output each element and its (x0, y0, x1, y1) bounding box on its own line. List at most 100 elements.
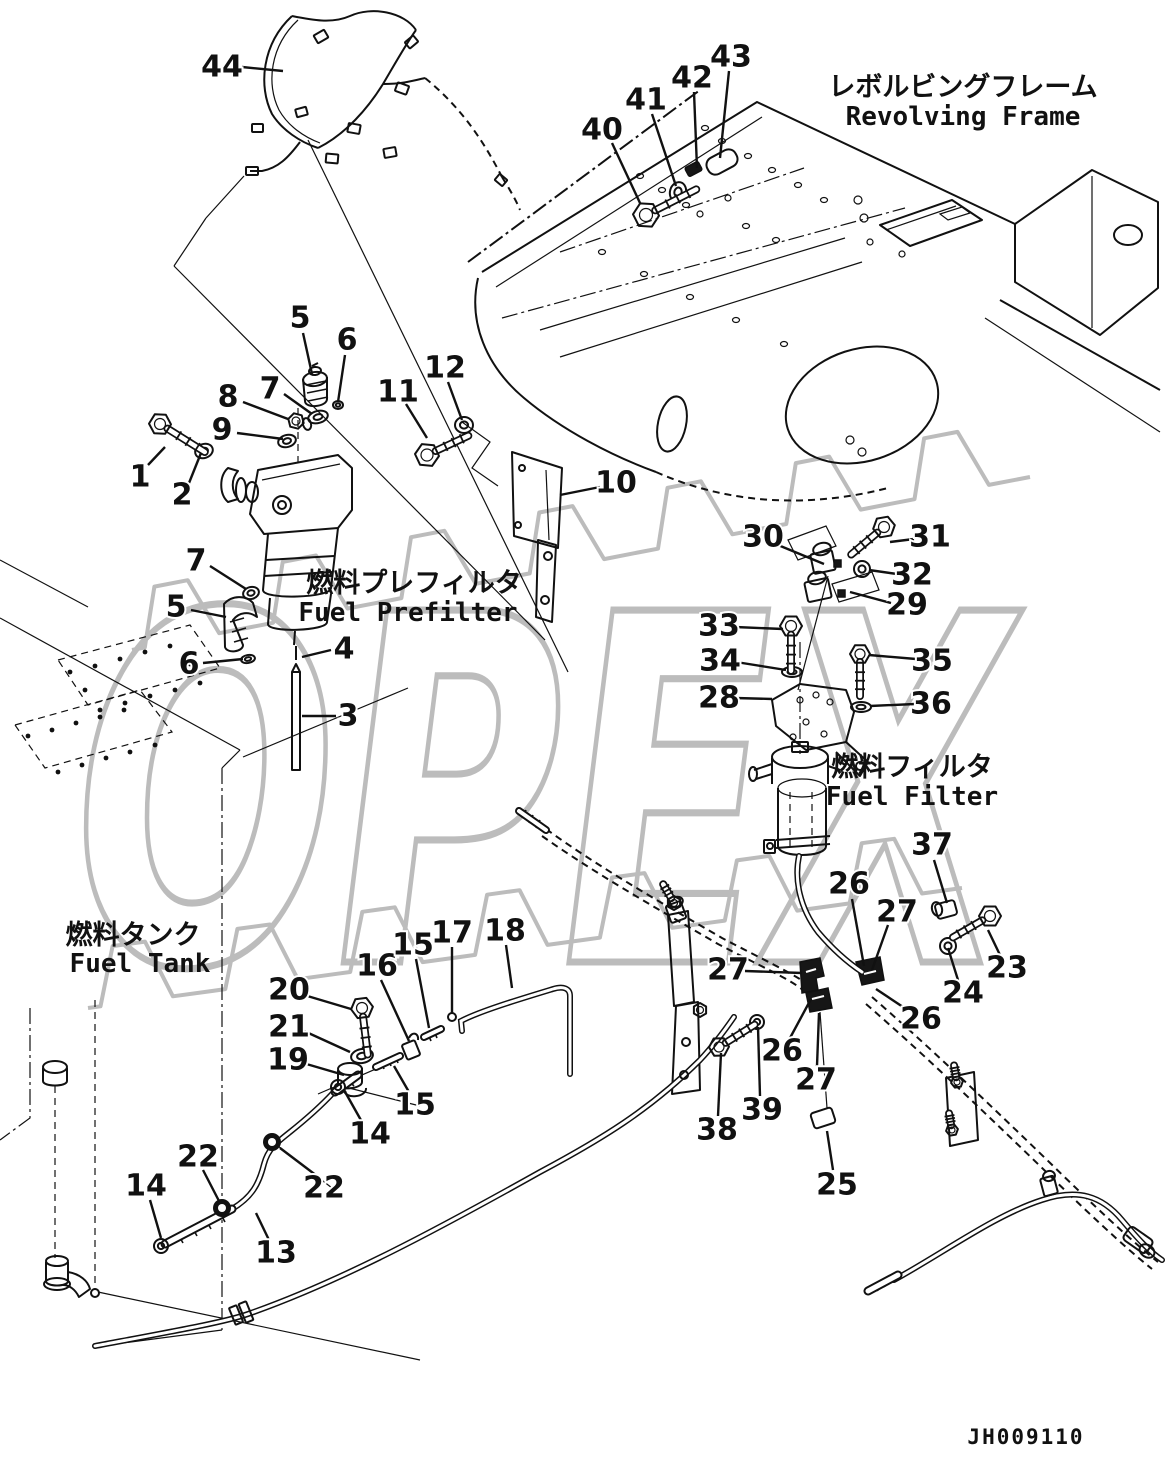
part-label-7: 7 (184, 542, 247, 591)
part-label-44: 44 (199, 48, 284, 87)
part-label-1: 1 (128, 446, 166, 497)
part-label-32: 32 (868, 556, 935, 595)
part-label-19: 19 (265, 1041, 345, 1080)
part-label-5: 5 (288, 299, 314, 375)
part-label-3: 3 (302, 697, 360, 736)
part-label-31: 31 (889, 518, 953, 557)
part-label-7: 7 (258, 370, 313, 415)
part-label-25: 25 (814, 1130, 860, 1205)
svg-text:20: 20 (268, 973, 310, 1008)
svg-text:27: 27 (876, 895, 918, 930)
svg-text:15: 15 (392, 928, 434, 963)
svg-text:15: 15 (394, 1088, 436, 1123)
svg-text:5: 5 (290, 301, 311, 336)
svg-text:24: 24 (942, 976, 984, 1011)
svg-text:41: 41 (625, 83, 667, 118)
svg-text:38: 38 (696, 1113, 738, 1148)
part-label-6: 6 (177, 645, 244, 684)
svg-text:19: 19 (267, 1043, 309, 1078)
svg-text:32: 32 (891, 558, 933, 593)
drawing-code: JH009110 (967, 1425, 1084, 1449)
part-label-15: 15 (392, 1065, 438, 1125)
svg-text:6: 6 (337, 323, 358, 358)
part-label-34: 34 (697, 642, 787, 681)
svg-text:7: 7 (186, 544, 207, 579)
svg-text:4: 4 (334, 632, 355, 667)
caption-fuel-tank-en: Fuel Tank (70, 949, 211, 979)
part-label-18: 18 (482, 912, 528, 989)
svg-text:8: 8 (218, 380, 239, 415)
part-label-27: 27 (793, 1012, 839, 1100)
caption-fuel-tank-jp: 燃料タンク (66, 920, 201, 951)
svg-text:43: 43 (710, 40, 752, 75)
part-label-5: 5 (164, 588, 227, 627)
part-label-6: 6 (335, 321, 359, 403)
part-label-14: 14 (123, 1167, 169, 1239)
svg-text:25: 25 (816, 1168, 858, 1203)
svg-text:40: 40 (581, 113, 623, 148)
svg-text:23: 23 (986, 951, 1028, 986)
caption-fuel-prefilter-jp: 燃料プレフィルタ (306, 568, 521, 599)
part-label-14: 14 (342, 1089, 393, 1154)
part-label-8: 8 (216, 378, 289, 421)
svg-text:26: 26 (828, 867, 870, 902)
caption-fuel-filter-en: Fuel Filter (826, 782, 998, 812)
svg-text:1: 1 (130, 460, 151, 495)
svg-text:14: 14 (349, 1117, 391, 1152)
svg-text:14: 14 (125, 1169, 167, 1204)
svg-text:21: 21 (268, 1010, 310, 1045)
svg-text:35: 35 (911, 644, 953, 679)
part-label-10: 10 (559, 464, 639, 503)
svg-text:26: 26 (761, 1034, 803, 1069)
part-label-26: 26 (875, 988, 944, 1039)
part-label-16: 16 (354, 947, 411, 1042)
svg-text:33: 33 (698, 609, 740, 644)
svg-text:31: 31 (909, 520, 951, 555)
svg-text:12: 12 (424, 351, 466, 386)
part-label-39: 39 (739, 1026, 785, 1130)
svg-text:39: 39 (741, 1093, 783, 1128)
part-label-17: 17 (429, 914, 475, 1014)
part-label-41: 41 (623, 81, 678, 187)
part-label-15: 15 (390, 926, 436, 1029)
svg-text:10: 10 (595, 466, 637, 501)
watermark-text: OPEX (75, 515, 1023, 1077)
svg-text:5: 5 (166, 590, 187, 625)
part-label-4: 4 (301, 630, 356, 669)
caption-revolving-frame-en: Revolving Frame (846, 102, 1081, 132)
svg-text:11: 11 (377, 375, 419, 410)
svg-text:29: 29 (886, 588, 928, 623)
part-label-11: 11 (375, 373, 429, 439)
caption-revolving-frame-jp: レボルビングフレーム (828, 71, 1097, 103)
part-label-27: 27 (870, 893, 920, 971)
opex-watermark: OPEX (72, 429, 1031, 1079)
svg-text:27: 27 (795, 1063, 837, 1098)
svg-text:27: 27 (707, 953, 749, 988)
svg-text:44: 44 (201, 50, 243, 85)
svg-text:42: 42 (671, 61, 713, 96)
part-label-26: 26 (826, 865, 872, 967)
svg-text:30: 30 (742, 520, 784, 555)
svg-text:26: 26 (900, 1002, 942, 1037)
part-label-30: 30 (740, 518, 825, 566)
svg-text:28: 28 (698, 681, 740, 716)
svg-text:3: 3 (338, 699, 359, 734)
part-label-21: 21 (266, 1008, 351, 1054)
svg-text:22: 22 (177, 1140, 219, 1175)
part-label-27: 27 (705, 951, 803, 990)
svg-text:22: 22 (303, 1171, 345, 1206)
part-label-20: 20 (266, 971, 352, 1011)
captions: レボルビングフレーム Revolving Frame 燃料プレフィルタ Fuel… (66, 71, 1098, 1449)
svg-text:13: 13 (255, 1236, 297, 1271)
part-label-13: 13 (253, 1212, 299, 1273)
part-label-40: 40 (579, 111, 642, 204)
caption-fuel-filter-jp: 燃料フィルタ (831, 752, 992, 783)
part-label-29: 29 (849, 586, 930, 625)
part-label-9: 9 (210, 411, 284, 450)
part-label-28: 28 (696, 679, 773, 718)
part-label-24: 24 (940, 947, 986, 1013)
svg-text:16: 16 (356, 949, 398, 984)
